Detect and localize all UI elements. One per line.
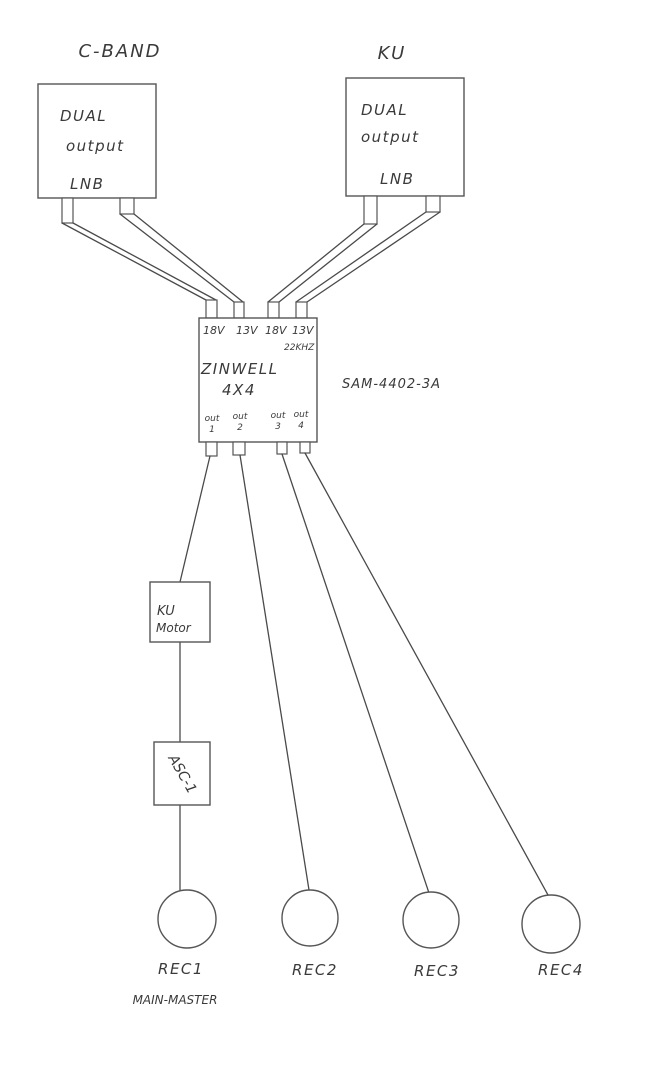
switch-brand: ZINWELL <box>200 360 278 378</box>
receivers: REC1 MAIN-MASTER REC2 REC3 REC4 <box>133 889 584 1007</box>
cable-out2-to-rec2 <box>239 454 310 891</box>
cable-ku-a-right <box>278 223 378 303</box>
switch-input-port-3 <box>267 301 280 319</box>
switch-out-label-4: out <box>294 410 309 420</box>
c-band-lnb-line1: DUAL <box>60 107 107 125</box>
c-band-output-a-port <box>61 197 74 224</box>
cable-c-a-right <box>72 222 217 301</box>
switch-input-port-4 <box>295 301 308 319</box>
switch-out-label-2: out <box>233 412 248 422</box>
zinwell-switch: 18V 13V 18V 13V 22KHZ ZINWELL 4X4 out 1 … <box>198 317 318 443</box>
c-band-lnb-box <box>37 83 157 199</box>
receiver-3-circle <box>402 891 460 949</box>
receiver-2-circle <box>281 889 339 947</box>
switch-input-label-2: 13V <box>236 324 259 337</box>
switch-input-port-1 <box>205 299 218 319</box>
ku-band-title: KU <box>378 43 407 64</box>
cable-c-a-left <box>61 222 207 301</box>
cable-ku-a-left <box>267 223 365 303</box>
receiver-3-label: REC3 <box>414 962 460 980</box>
switch-output-port-1 <box>205 441 218 457</box>
ku-motor-box <box>149 581 211 643</box>
switch-input-port-2 <box>233 301 245 319</box>
ku-motor-line2: Motor <box>156 621 192 635</box>
ku-lnb: DUAL output LNB <box>345 77 465 225</box>
ku-lnb-line1: DUAL <box>361 101 408 119</box>
cable-out1-to-motor <box>179 455 211 583</box>
c-band-output-b-port <box>119 197 135 215</box>
ku-output-b-port <box>425 195 441 213</box>
switch-input-label-4: 13V <box>292 324 315 337</box>
switch-output-ports <box>205 441 311 457</box>
switch-config: 4X4 <box>222 381 256 399</box>
cable-ku-b-left <box>295 211 427 303</box>
receiver-4-label: REC4 <box>538 961 584 979</box>
ku-lnb-box <box>345 77 465 197</box>
cable-ku-b-right <box>306 211 441 303</box>
receiver-2-label: REC2 <box>292 961 338 979</box>
switch-input-label-3: 18V <box>265 324 288 337</box>
ku-lnb-line3: LNB <box>380 170 414 188</box>
switch-out-num-3: 3 <box>275 422 281 432</box>
receiver-1-label: REC1 <box>158 960 204 978</box>
switch-out-label-3: out <box>271 411 286 421</box>
switch-input-label-1: 18V <box>203 324 226 337</box>
switch-out-num-4: 4 <box>298 421 304 431</box>
output-cables <box>179 452 549 896</box>
receiver-4-circle <box>521 894 581 954</box>
asc-1-box <box>153 741 211 806</box>
ku-motor: KU Motor <box>149 581 211 643</box>
c-band-lnb-line2: output <box>66 137 124 155</box>
c-band-lnb-line3: LNB <box>70 175 104 193</box>
receiver-1-note: MAIN-MASTER <box>133 993 218 1007</box>
switch-output-port-4 <box>299 441 311 454</box>
switch-out-num-1: 1 <box>209 425 215 435</box>
switch-tone-label: 22KHZ <box>284 343 315 353</box>
cable-c-b-right <box>133 213 244 303</box>
switch-box <box>198 317 318 443</box>
ku-motor-line1: KU <box>157 604 175 619</box>
cable-out3-to-rec3 <box>281 453 430 894</box>
ku-lnb-line2: output <box>361 128 419 146</box>
switch-output-port-2 <box>232 441 246 456</box>
switch-out-num-2: 2 <box>237 423 243 433</box>
switch-out-label-1: out <box>205 414 220 424</box>
switch-model-label: SAM-4402-3A <box>342 377 441 392</box>
asc-1: ASC-1 <box>153 741 211 806</box>
switch-input-ports <box>205 299 308 319</box>
receiver-1-circle <box>157 889 217 949</box>
c-band-lnb: DUAL output LNB <box>37 83 157 224</box>
switch-output-port-3 <box>276 441 288 455</box>
lnb-to-switch-cables <box>61 211 441 303</box>
c-band-title: C-BAND <box>78 41 161 62</box>
cable-out4-to-rec4 <box>304 452 549 896</box>
ku-output-a-port <box>363 195 378 225</box>
cable-c-b-left <box>119 213 235 303</box>
